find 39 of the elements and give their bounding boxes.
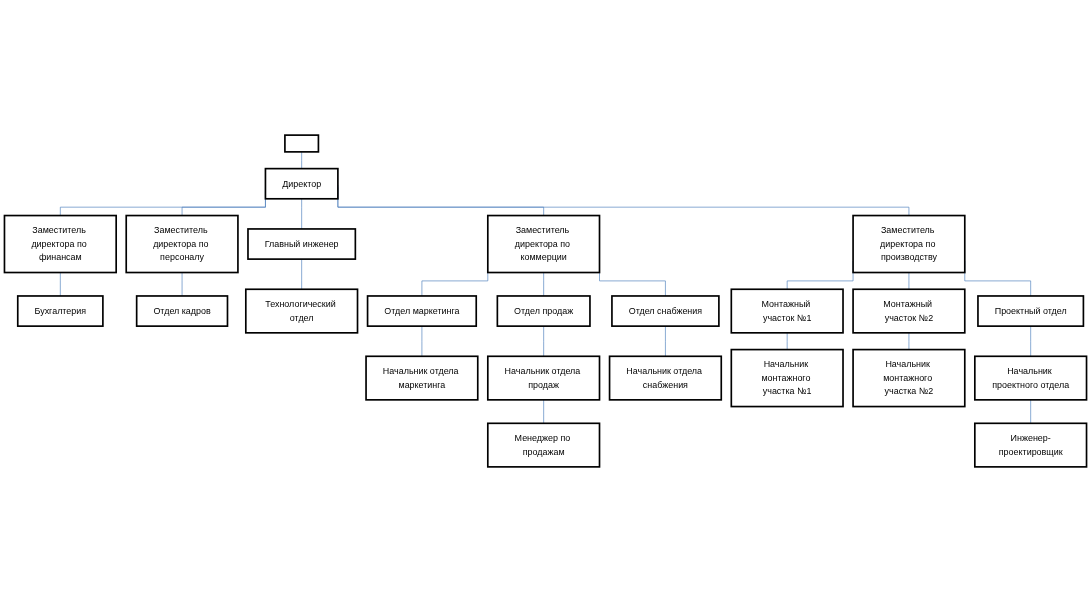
node-box: Начальник монтажного участка №1 <box>730 348 844 408</box>
connector <box>1030 325 1031 357</box>
connector <box>543 272 544 297</box>
connector <box>543 325 544 357</box>
node-box: Начальник отдела маркетинга <box>365 355 479 401</box>
connector <box>301 151 302 169</box>
node-box: Заместитель директора по персоналу <box>125 214 239 274</box>
connector <box>60 272 61 297</box>
node-box: Главный инженер <box>247 228 357 260</box>
node-box: Отдел снабжения <box>611 295 720 327</box>
connector <box>908 272 910 290</box>
node-box: Отдел продаж <box>496 295 591 327</box>
node-box: Отдел маркетинга <box>366 295 478 327</box>
connector <box>301 198 302 230</box>
node-box <box>284 134 320 153</box>
node-box: Проектный отдел <box>977 295 1085 327</box>
node-box: Заместитель директора по финансам <box>3 214 117 274</box>
connector <box>908 332 910 350</box>
node-box: Бухгалтерия <box>16 295 104 327</box>
node-box: Директор <box>264 167 339 200</box>
node-box: Отдел кадров <box>135 295 229 327</box>
connector <box>543 399 544 424</box>
node-box: Монтажный участок №2 <box>852 288 966 334</box>
connector <box>786 332 788 350</box>
connector <box>421 325 423 357</box>
connector <box>665 325 666 357</box>
connector <box>181 272 183 297</box>
node-box: Технологический отдел <box>244 288 359 334</box>
node-box: Начальник монтажного участка №2 <box>852 348 966 408</box>
node-box: Начальник отдела снабжения <box>608 355 723 401</box>
node-box: Монтажный участок №1 <box>730 288 844 334</box>
node-box: Заместитель директора по производству <box>852 214 966 274</box>
node-box: Менеджер по продажам <box>486 422 601 468</box>
node-box: Начальник проектного отдела <box>974 355 1088 401</box>
connector <box>301 258 302 290</box>
connector <box>1030 399 1031 424</box>
node-box: Заместитель директора по коммерции <box>486 214 601 274</box>
node-box: Инженер-проектировщик <box>974 422 1088 468</box>
node-box: Начальник отдела продаж <box>486 355 601 401</box>
